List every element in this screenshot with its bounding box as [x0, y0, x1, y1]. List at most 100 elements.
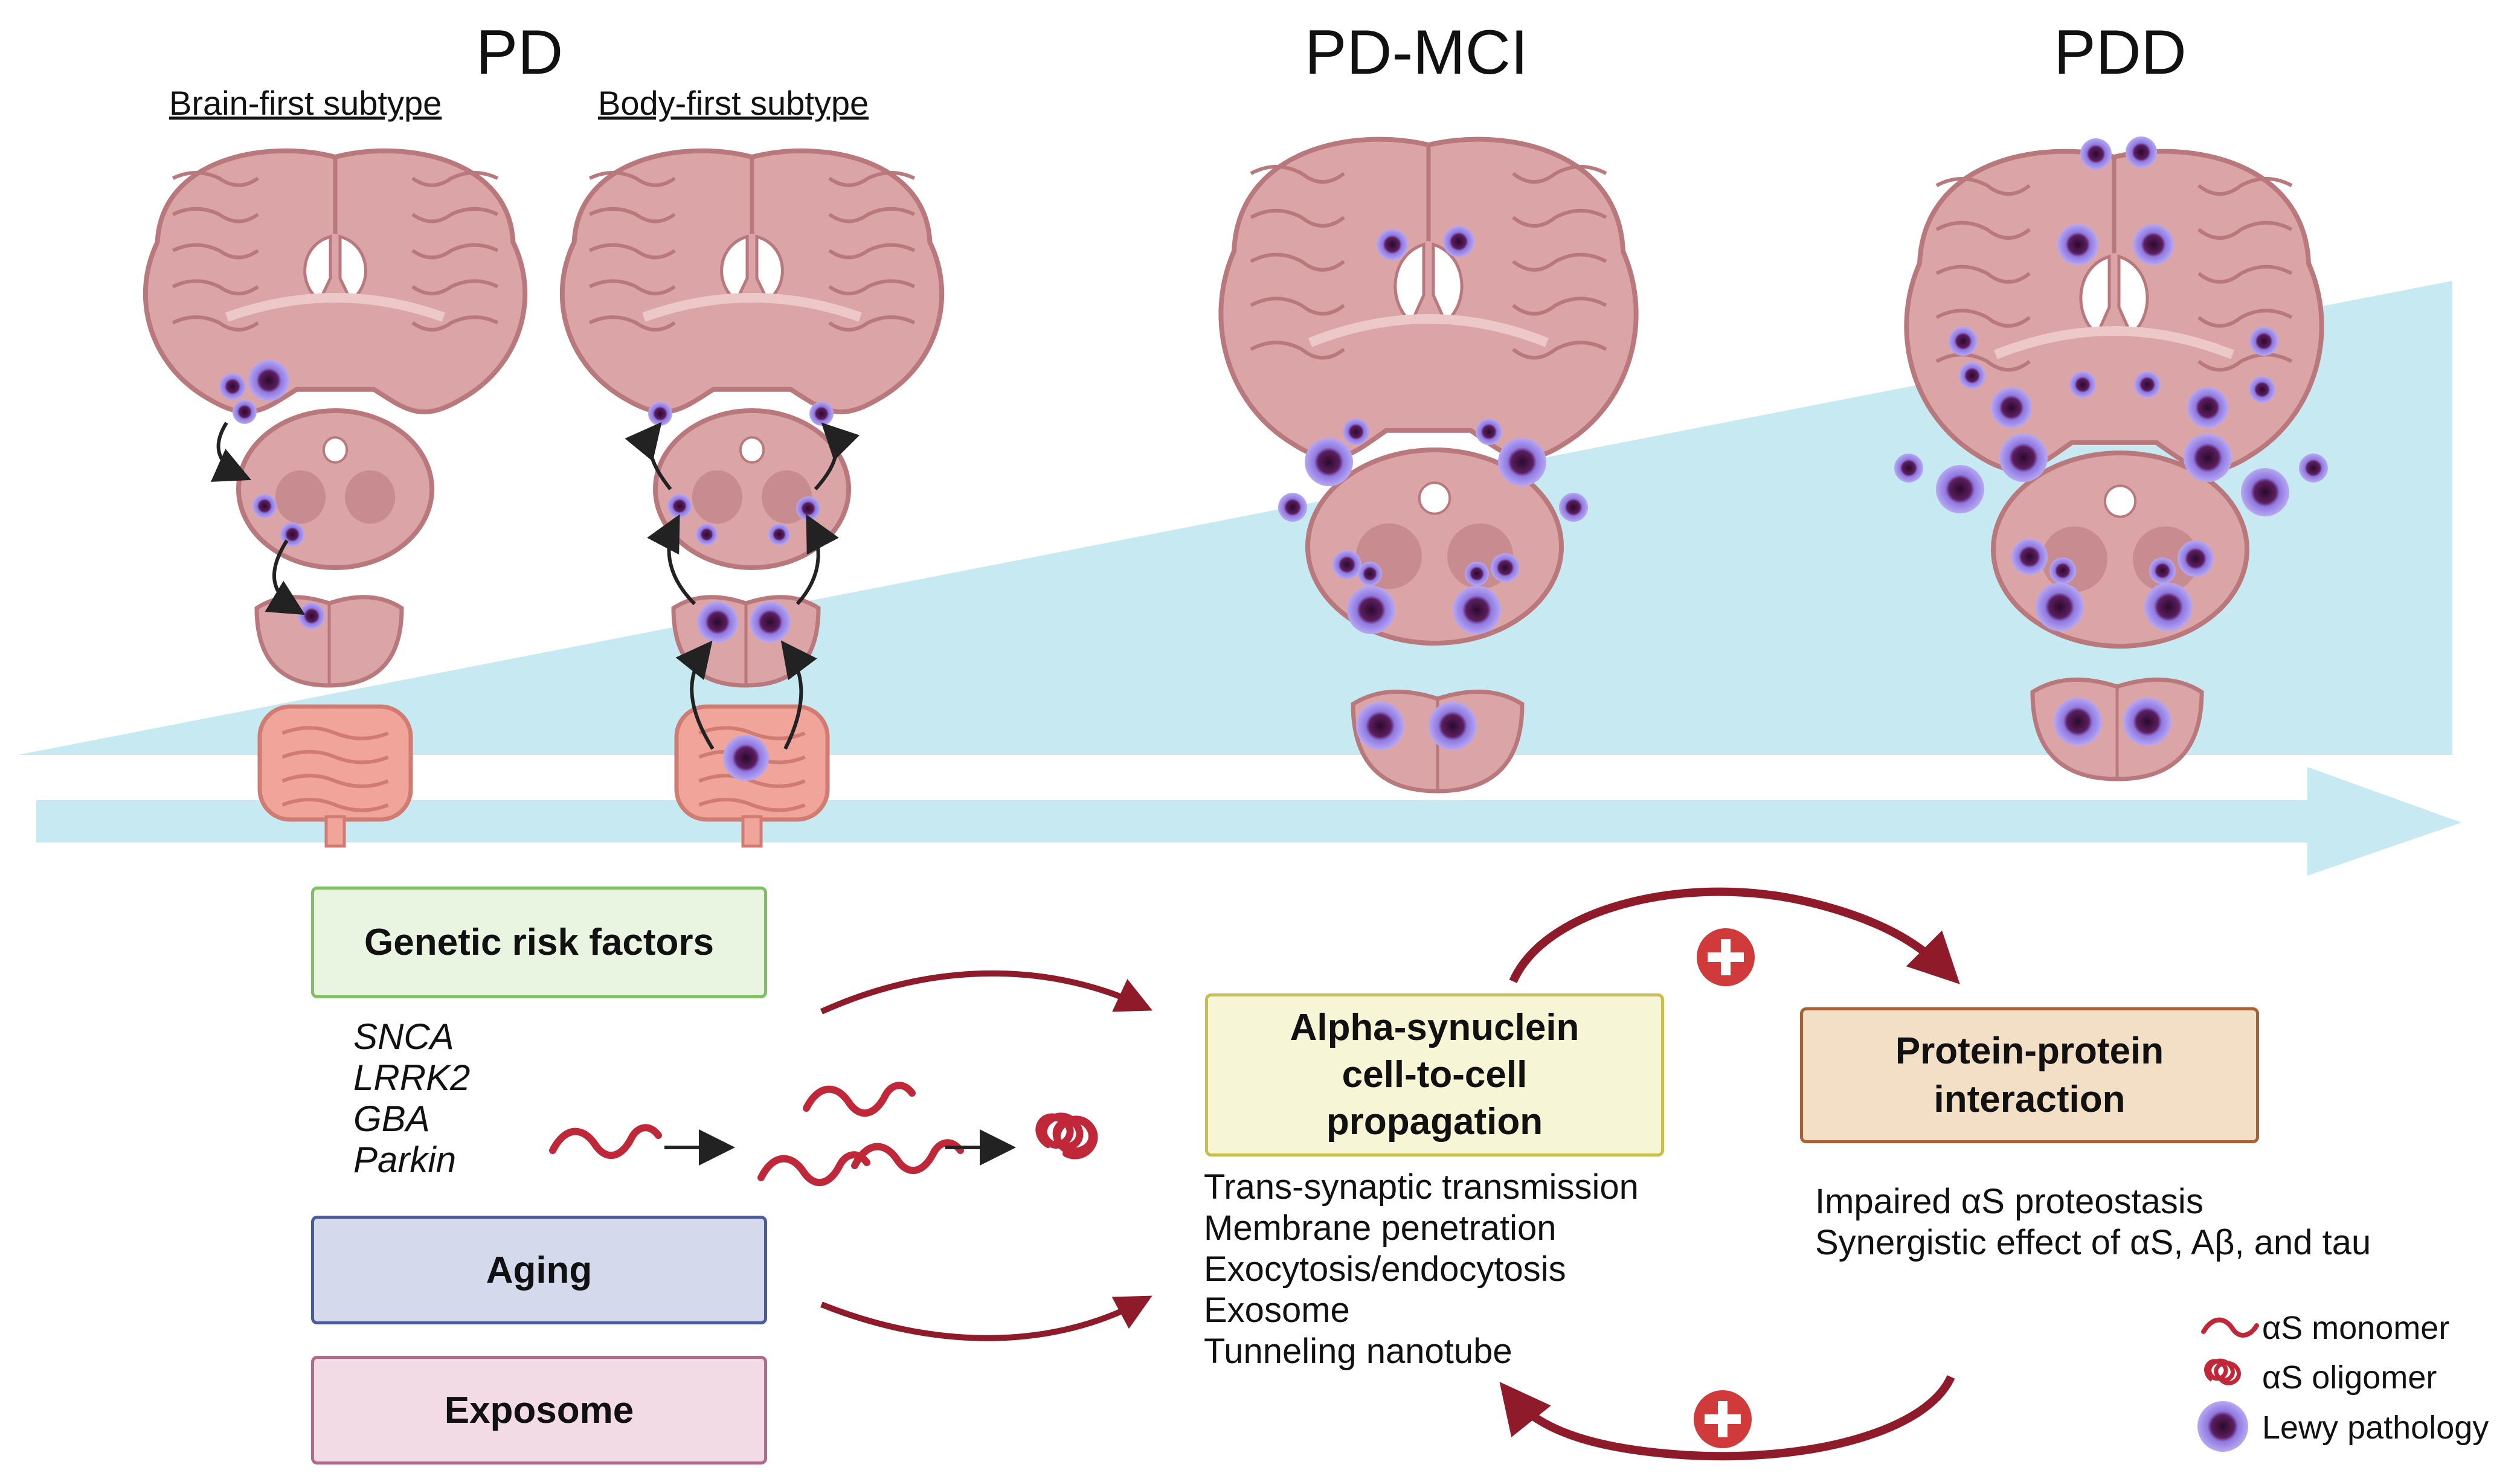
pdd-cortex-gyrus-right-2: [2197, 265, 2293, 284]
body-first-lewy-midbrain-2: [696, 524, 718, 545]
brain-first-lewy-amygdala-2: [219, 373, 246, 400]
propagation-box: Alpha-synuclein cell-to-cell propagation: [1205, 993, 1664, 1156]
brain-first-lewy-amygdala-3: [233, 400, 257, 424]
pd-mci-lewy-11: [1347, 586, 1395, 634]
body-first-lewy-midbrain-3: [768, 524, 790, 545]
arrow-genetic-to-propagation: [820, 970, 1153, 1015]
body-first-cortex-gyrus-left-0: [588, 171, 676, 187]
oligomer-squiggle-2: [757, 1151, 870, 1187]
pd-mci-lewy-2: [1443, 226, 1474, 257]
brain-first-cortex-white-matter: [225, 293, 445, 322]
pdd-lewy-15: [1894, 454, 1923, 483]
brain-first-cortex-gyrus-left-4: [172, 315, 259, 332]
body-first-cortex-gyrus-left-1: [588, 207, 676, 223]
pdd-lewy-8: [2069, 371, 2096, 398]
pdd-lewy-1: [2080, 138, 2112, 170]
progression-wedge: [18, 281, 2452, 755]
brain-first-midbrain-outline: [236, 408, 434, 570]
pdd-lewy-20: [2049, 557, 2076, 584]
brain-first-gut-fold-3: [281, 798, 389, 812]
pd-mci-lewy-5: [1278, 493, 1307, 522]
brain-first-cortex-gyrus-right-4: [411, 315, 499, 332]
mechanism-trans-synaptic: Trans-synaptic transmission: [1204, 1167, 1639, 1207]
brain-first-midbrain-aqueduct: [322, 436, 349, 464]
pdd-lewy-4: [2133, 224, 2174, 265]
pdd-cortex-gyrus-left-1: [1935, 220, 2031, 240]
body-first-midbrain: [653, 408, 851, 570]
pdd-cortex-gyrus-left-3: [1935, 309, 2031, 328]
pd-mci-cortex-gyrus-right-4: [1512, 341, 1607, 360]
body-first-cortex-gyrus-right-0: [828, 171, 916, 187]
mechanism-exosome: Exosome: [1204, 1291, 1350, 1330]
subtype-body-first: Body-first subtype: [598, 84, 869, 122]
aggregation-sequence: [549, 1082, 1098, 1187]
brain-first-gut-fold-0: [281, 726, 389, 740]
body-first-arrow-gut-left: [675, 640, 715, 750]
pdd-cortex-gyrus-left-2: [1935, 265, 2031, 284]
pdd-lewy-25: [2054, 698, 2102, 746]
pd-mci-cortex-white-matter: [1308, 314, 1549, 347]
spread-arrows-layer: [210, 422, 860, 750]
pd-mci-lewy-6: [1476, 419, 1502, 445]
brain-first-midbrain: [236, 408, 434, 570]
gene-gba: GBA: [353, 1099, 430, 1139]
brain-first-cortex-gyrus-right-2: [411, 243, 499, 260]
pdd-lewy-13: [1999, 434, 2048, 482]
body-first-lewy-left-1: [648, 402, 672, 426]
pd-mci-cortex-gyrus-left-1: [1250, 208, 1345, 228]
mechanism-tunneling: Tunneling nanotube: [1204, 1332, 1512, 1371]
pd-mci-cortex-gyrus-left-0: [1250, 165, 1345, 184]
oligomer-squiggle-1: [803, 1082, 916, 1117]
genetic-risk-factors-label: Genetic risk factors: [364, 922, 714, 963]
legend-monomer-icon: [2201, 1317, 2259, 1338]
pdd-lewy-5: [1949, 327, 1978, 356]
brain-first-cortex-gyrus-left-2: [172, 243, 259, 260]
brain-first-cortex: [143, 148, 528, 414]
pd-mci-midbrain-aqueduct: [1418, 481, 1451, 515]
pd-mci-cortex-gyrus-right-1: [1512, 208, 1607, 228]
body-first-cortex-gyrus-right-4: [828, 315, 916, 332]
brain-first-medulla: [254, 595, 404, 688]
pdd-lewy-2: [2126, 136, 2157, 168]
brain-first-cortex-gyrus-right-3: [411, 279, 499, 295]
body-first-lewy-right-1: [809, 402, 834, 426]
pd-mci-lewy-13: [1491, 553, 1520, 582]
legend-monomer-label: αS monomer: [2262, 1310, 2450, 1346]
pd-mci-lewy-12: [1465, 562, 1489, 586]
body-first-gut-fold-3: [698, 798, 806, 812]
body-first-arrow-gut-right: [780, 640, 817, 750]
propagation-title-line-3: propagation: [1326, 1101, 1543, 1143]
pdd-cortex-white-matter: [1994, 326, 2234, 359]
pdd-lewy-12: [2249, 376, 2275, 403]
legend-lewy-label: Lewy pathology: [2262, 1410, 2489, 1446]
cycle-arrow-top: [1509, 887, 1960, 984]
interaction-title-line-2: interaction: [1933, 1078, 2126, 1120]
pdd-cortex-gyrus-right-0: [2197, 177, 2293, 196]
body-first-lewy-medulla-1: [697, 601, 738, 643]
pd-mci-cortex-gyrus-left-2: [1250, 252, 1345, 272]
pdd-midbrain-aqueduct: [2103, 484, 2137, 518]
pd-mci-lewy-15: [1356, 702, 1404, 750]
body-first-lewy-gut: [723, 735, 769, 781]
exposome-label: Exposome: [444, 1389, 634, 1431]
brain-first-lewy-amygdala-1: [248, 360, 289, 401]
pd-mci-lewy-14: [1453, 586, 1501, 634]
pd-mci-cortex-gyrus-right-0: [1512, 165, 1607, 184]
brain-first-gut-outline: [257, 704, 413, 822]
fibril-tangle: [1035, 1112, 1098, 1160]
subtype-brain-first: Brain-first subtype: [169, 84, 442, 122]
body-first-cortex-gyrus-right-1: [828, 207, 916, 223]
pd-mci-lewy-9: [1332, 550, 1361, 579]
pdd-midbrain-nucleus-left: [2041, 526, 2107, 592]
brain-first-cortex-gyrus-left-1: [172, 207, 259, 223]
body-first-arrow-med-right: [796, 514, 839, 606]
pd-mci-lewy-16: [1429, 702, 1477, 750]
pdd-lewy-11: [2249, 327, 2278, 356]
pd-mci-cortex-gyrus-right-3: [1512, 297, 1607, 316]
pd-mci-lewy-3: [1343, 419, 1369, 445]
cycle-arrow-bottom: [1499, 1375, 1955, 1461]
body-first-lewy-midbrain-1: [667, 494, 692, 518]
effect-proteostasis: Impaired αS proteostasis: [1815, 1182, 2203, 1221]
body-first-midbrain-outline: [653, 408, 851, 570]
brain-first-cortex-gyrus-right-0: [411, 171, 499, 187]
